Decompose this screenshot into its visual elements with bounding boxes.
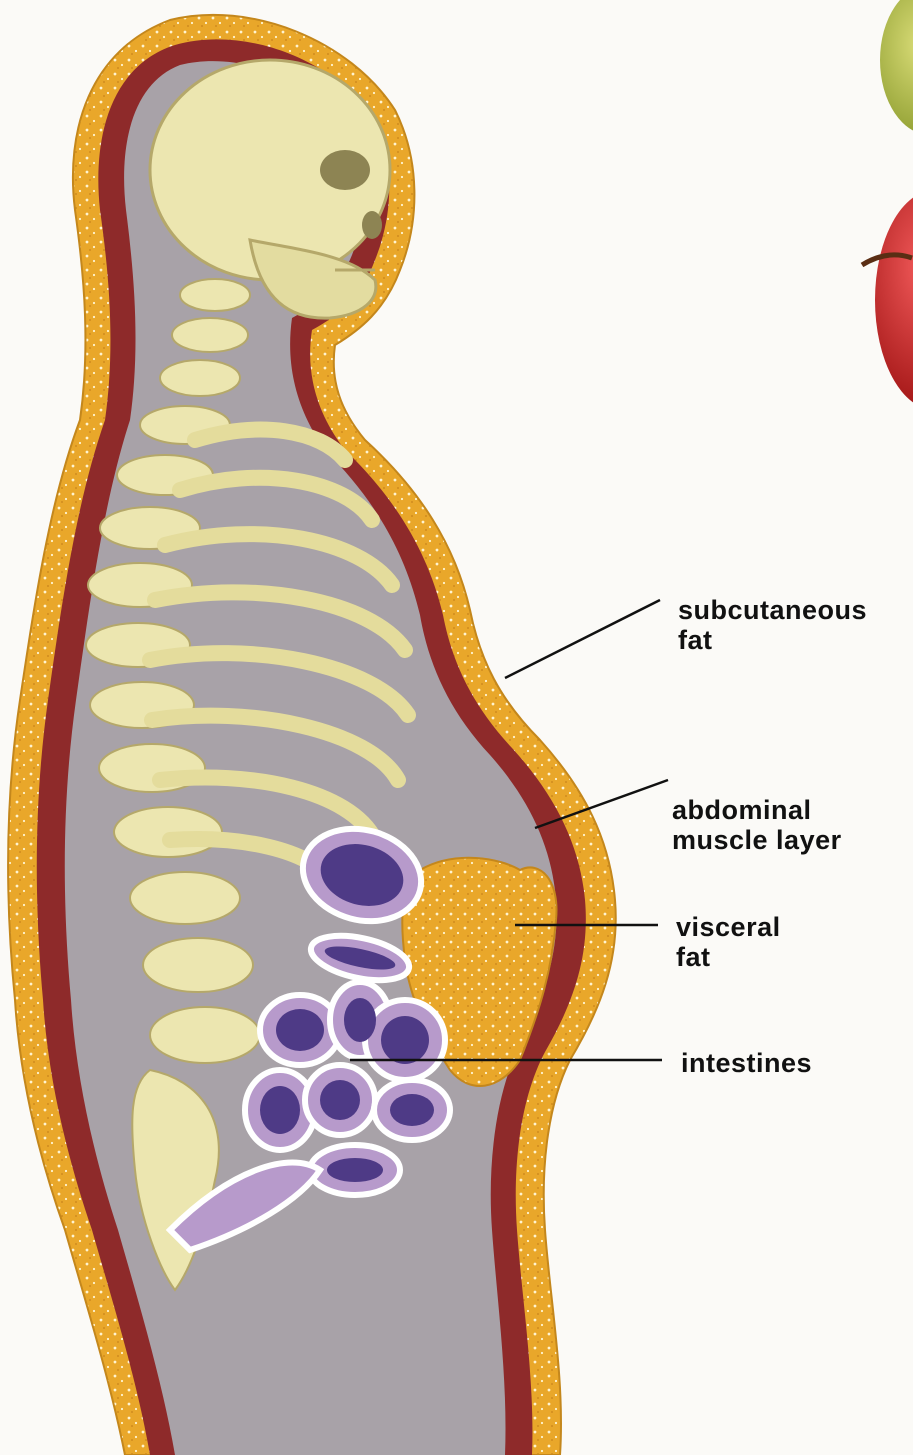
label-visceral-fat-line2: fat <box>676 942 781 972</box>
label-subcutaneous-fat-line1: subcutaneous <box>678 595 867 625</box>
label-intestines-line1: intestines <box>681 1048 812 1078</box>
apple-illustration <box>862 0 913 410</box>
label-abdominal-muscle-layer-line1: abdominal <box>672 795 842 825</box>
label-visceral-fat-line1: visceral <box>676 912 781 942</box>
leader-line-subcutaneous <box>505 600 660 678</box>
label-intestines: intestines <box>681 1048 812 1078</box>
label-abdominal-muscle-layer: abdominal muscle layer <box>672 795 842 855</box>
label-subcutaneous-fat: subcutaneous fat <box>678 595 867 655</box>
label-abdominal-muscle-layer-line2: muscle layer <box>672 825 842 855</box>
label-subcutaneous-fat-line2: fat <box>678 625 867 655</box>
label-visceral-fat: visceral fat <box>676 912 781 972</box>
